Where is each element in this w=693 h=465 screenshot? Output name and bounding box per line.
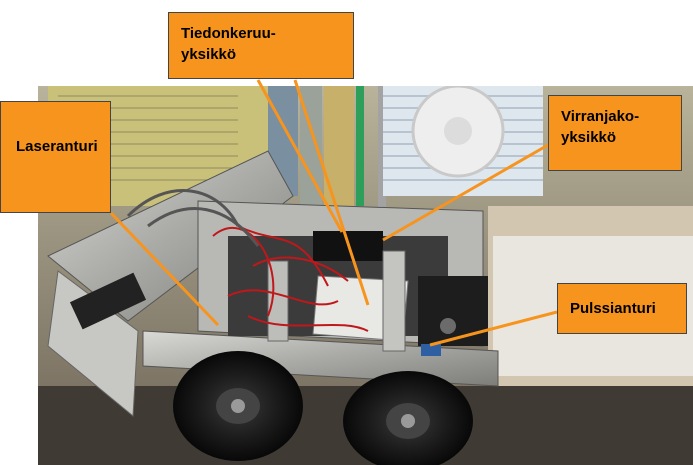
callout-data-unit-line2: yksikkö bbox=[181, 46, 237, 63]
callout-pulse-sensor-label: Pulssianturi bbox=[570, 300, 656, 317]
callout-data-collection-unit: Tiedonkeruu- yksikkö bbox=[168, 12, 354, 79]
callout-laser-sensor-label: Laseranturi bbox=[16, 138, 98, 155]
callout-power-unit-line2: yksikkö bbox=[561, 129, 617, 146]
callout-power-unit-line1: Virranjako- bbox=[561, 108, 640, 125]
callout-laser-sensor: Laseranturi bbox=[0, 101, 111, 213]
callout-pulse-sensor: Pulssianturi bbox=[557, 283, 687, 334]
callout-power-distribution-unit: Virranjako- yksikkö bbox=[548, 95, 682, 171]
callout-data-unit-line1: Tiedonkeruu- bbox=[181, 25, 276, 42]
